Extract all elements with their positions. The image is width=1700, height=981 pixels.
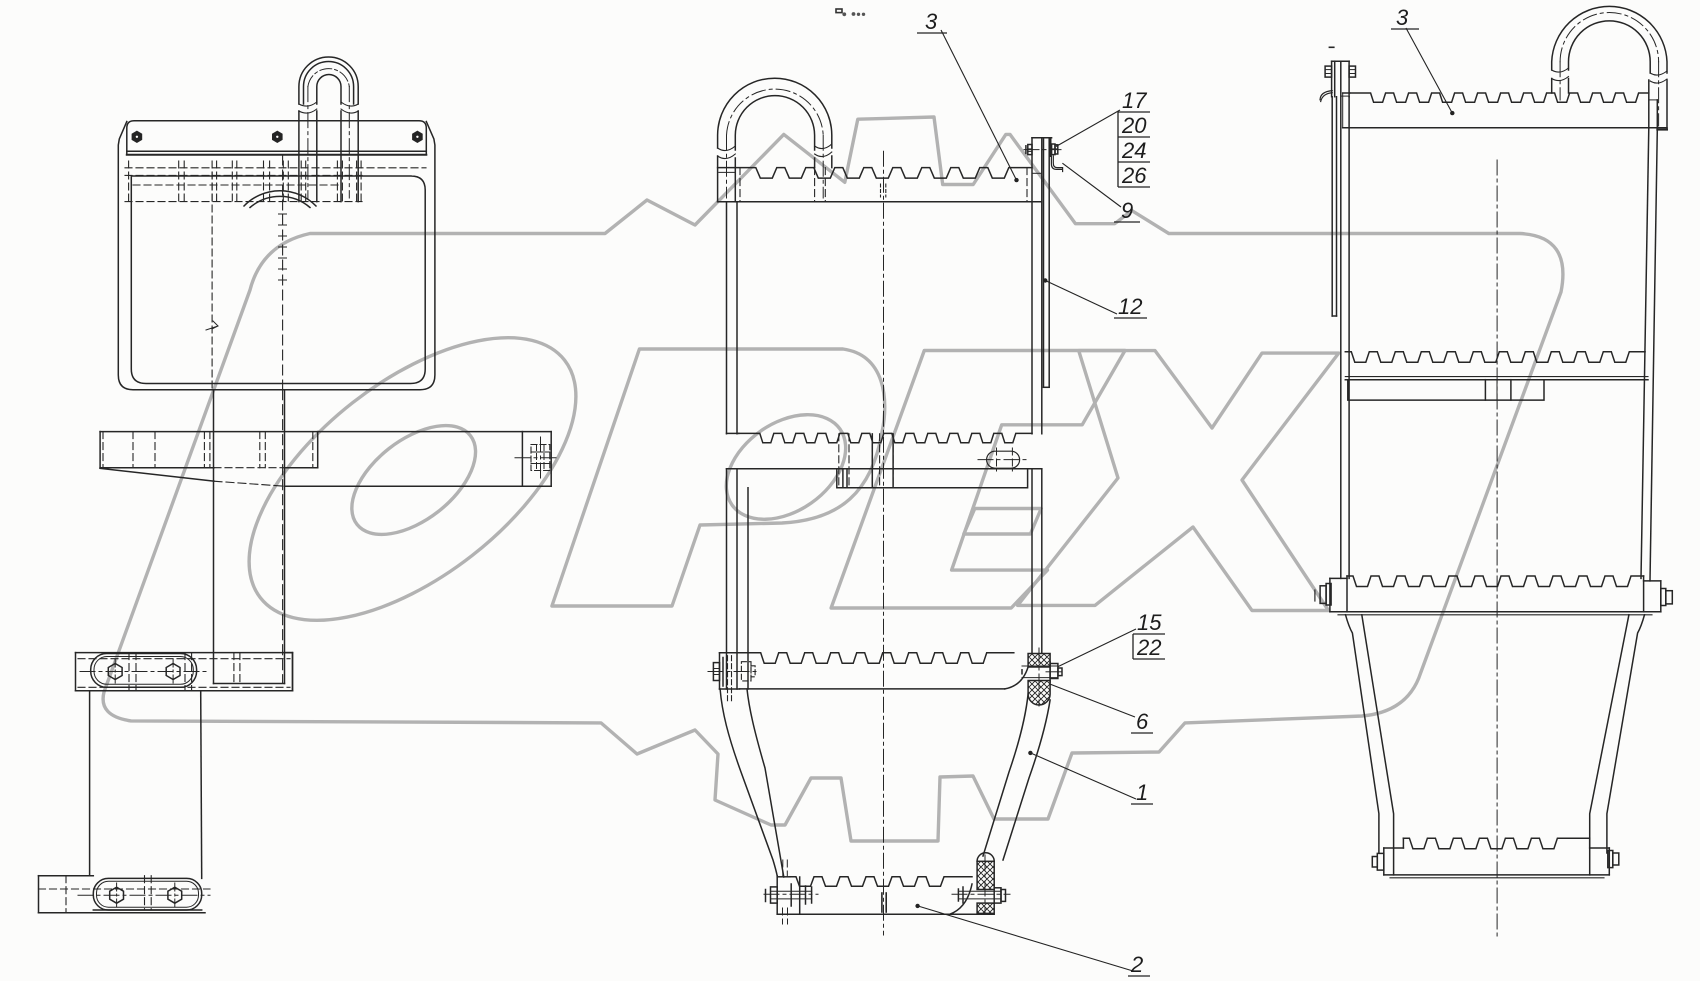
svg-text:3: 3: [1396, 5, 1409, 30]
svg-text:26: 26: [1121, 163, 1147, 188]
svg-text:12: 12: [1118, 294, 1142, 319]
svg-text:22: 22: [1136, 635, 1161, 660]
svg-text:20: 20: [1121, 113, 1147, 138]
svg-text:17: 17: [1122, 88, 1147, 113]
svg-text:15: 15: [1137, 610, 1162, 635]
svg-text:24: 24: [1121, 138, 1146, 163]
svg-text:2: 2: [1130, 952, 1143, 977]
svg-text:6: 6: [1136, 709, 1149, 734]
svg-text:1: 1: [1136, 780, 1148, 805]
svg-text:9: 9: [1121, 198, 1133, 223]
svg-text:3: 3: [925, 9, 938, 34]
